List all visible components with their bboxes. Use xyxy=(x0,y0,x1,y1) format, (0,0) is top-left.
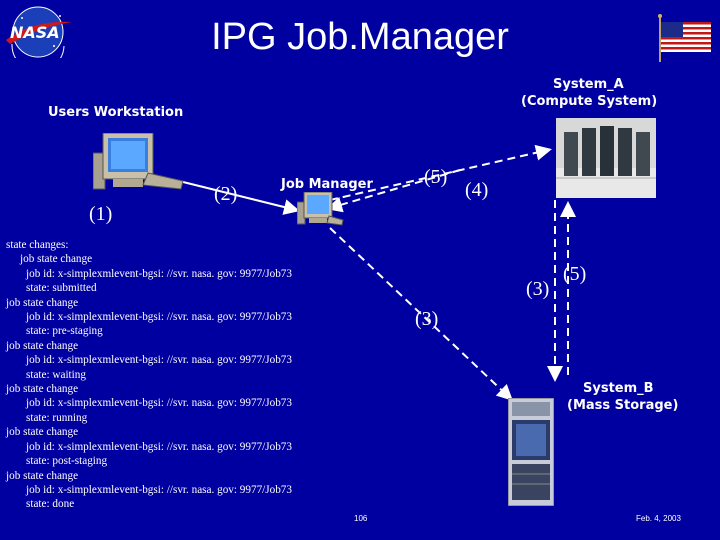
log-entry-title: job state change xyxy=(6,296,79,309)
log-entry-job: job id: x-simplexmlevent-bgsi: //svr. na… xyxy=(26,483,292,496)
log-entry-title: job state change xyxy=(6,469,79,482)
log-entry-title: job state change xyxy=(6,426,79,439)
workstation-computer-icon xyxy=(93,133,188,193)
state-change-log: state changes: job state change job id: … xyxy=(6,238,292,512)
job-manager-label: Job Manager xyxy=(281,177,373,192)
system-b-name: System_B xyxy=(583,381,654,396)
workstation-label: Users Workstation xyxy=(48,105,184,120)
log-entry-job: job id: x-simplexmlevent-bgsi: //svr. na… xyxy=(26,354,292,367)
arrow-system-a-to-jobmanager xyxy=(326,169,461,213)
arrow-jobmanager-to-system-a xyxy=(329,144,552,201)
log-entry-title: job state change xyxy=(20,253,93,266)
log-entry-state: state: submitted xyxy=(26,282,97,295)
step-3-mid-label: (3) xyxy=(415,308,439,330)
log-entry-job: job id: x-simplexmlevent-bgsi: //svr. na… xyxy=(26,397,292,410)
log-header: state changes: xyxy=(6,239,69,251)
mass-storage-image xyxy=(508,398,554,506)
log-entry-job: job id: x-simplexmlevent-bgsi: //svr. na… xyxy=(26,440,292,453)
log-entry-job: job id: x-simplexmlevent-bgsi: //svr. na… xyxy=(26,311,292,324)
log-entry-state: state: pre-staging xyxy=(26,325,103,338)
step-2-label: (2) xyxy=(214,183,238,205)
slide-date: Feb. 4, 2003 xyxy=(636,514,681,523)
log-entry-state: state: running xyxy=(26,411,88,424)
log-entry-state: state: done xyxy=(26,498,75,511)
arrow-workstation-to-jobmanager xyxy=(174,179,300,215)
nasa-logo-text: NASA xyxy=(10,23,60,42)
system-a-desc: (Compute System) xyxy=(521,94,658,109)
step-3-right-label: (3) xyxy=(526,278,550,300)
job-manager-computer-icon xyxy=(297,192,345,228)
nasa-logo: NASA xyxy=(2,6,74,58)
log-entry-title: job state change xyxy=(6,339,79,352)
page-title: IPG Job.Manager xyxy=(211,16,509,58)
arrow-jobmanager-to-system-b xyxy=(329,227,513,401)
page-number: 106 xyxy=(354,514,368,523)
log-entry-title: job state change xyxy=(6,383,79,396)
step-5-top-label: (5) xyxy=(424,166,448,188)
compute-system-image xyxy=(556,118,656,198)
step-5-right-label: (5) xyxy=(563,263,587,285)
system-b-desc: (Mass Storage) xyxy=(567,398,679,413)
step-1-label: (1) xyxy=(89,203,113,225)
system-a-name: System_A xyxy=(553,77,624,92)
log-entry-job: job id: x-simplexmlevent-bgsi: //svr. na… xyxy=(26,267,292,280)
log-entry-state: state: post-staging xyxy=(26,455,108,468)
log-entry-state: state: waiting xyxy=(26,368,86,381)
us-flag-icon xyxy=(655,14,715,64)
step-4-label: (4) xyxy=(465,179,489,201)
